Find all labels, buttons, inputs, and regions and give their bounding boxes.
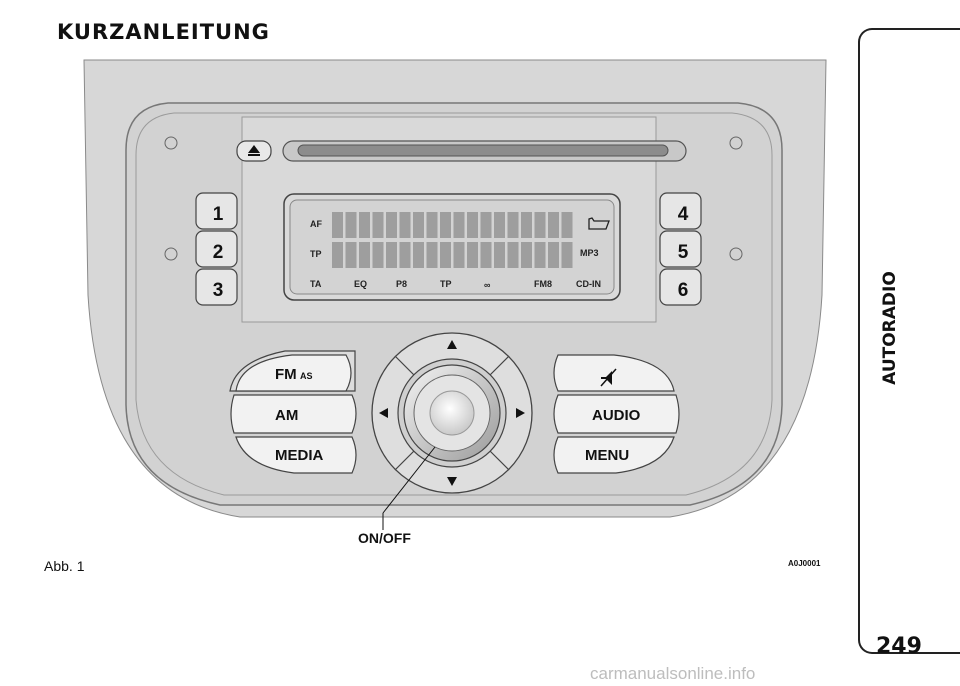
dot-matrix bbox=[332, 212, 573, 268]
preset-button-4[interactable]: 4 bbox=[659, 192, 702, 230]
arrow-right-icon bbox=[516, 408, 525, 418]
preset-label: 3 bbox=[213, 280, 224, 301]
am-label: AM bbox=[275, 407, 298, 424]
lcd-char-cell bbox=[413, 212, 424, 238]
preset-button-6[interactable]: 6 bbox=[659, 268, 702, 306]
arrow-down-button[interactable] bbox=[447, 477, 457, 486]
lcd-char-cell bbox=[534, 242, 546, 268]
fm-as-label: AS bbox=[300, 371, 313, 381]
display-label-tp2: TP bbox=[440, 279, 452, 289]
lcd-char-cell bbox=[480, 242, 492, 268]
section-label-text: AUTORADIO bbox=[880, 271, 900, 385]
lcd-char-cell bbox=[561, 242, 573, 268]
lcd-char-cell bbox=[332, 212, 343, 238]
page-number: 249 bbox=[876, 634, 922, 659]
page-heading: KURZANLEITUNG bbox=[57, 20, 270, 44]
section-label: AUTORADIO bbox=[870, 268, 910, 388]
lcd-char-cell bbox=[534, 212, 546, 238]
lcd-char-cell bbox=[453, 242, 465, 268]
display-label-loop: ∞ bbox=[484, 280, 491, 290]
on-off-knob[interactable] bbox=[403, 364, 501, 462]
menu-button[interactable]: MENU bbox=[553, 436, 675, 474]
audio-label: AUDIO bbox=[592, 407, 641, 424]
menu-label: MENU bbox=[585, 447, 629, 464]
preset-button-3[interactable]: 3 bbox=[195, 268, 238, 306]
lcd-char-cell bbox=[413, 242, 424, 268]
eject-icon bbox=[248, 145, 260, 156]
arrow-left-icon bbox=[379, 408, 388, 418]
lcd-char-cell bbox=[359, 242, 370, 268]
figure-code: A0J0001 bbox=[788, 559, 821, 568]
display-label-p8: P8 bbox=[396, 279, 407, 289]
preset-label: 4 bbox=[678, 204, 689, 225]
arrow-up-icon bbox=[447, 340, 457, 349]
lcd-char-cell bbox=[467, 212, 478, 238]
lcd-char-cell bbox=[561, 212, 573, 238]
lcd-char-cell bbox=[548, 242, 559, 268]
lcd-char-cell bbox=[494, 212, 505, 238]
folder-icon bbox=[588, 217, 610, 230]
preset-label: 2 bbox=[213, 242, 224, 263]
lcd-char-cell bbox=[426, 212, 438, 238]
lcd-char-cell bbox=[399, 242, 411, 268]
lcd-char-cell bbox=[467, 242, 478, 268]
section-tab bbox=[858, 28, 960, 654]
preset-label: 1 bbox=[213, 204, 224, 225]
lcd-char-cell bbox=[521, 212, 532, 238]
display-label-cdin: CD-IN bbox=[576, 279, 601, 289]
preset-button-2[interactable]: 2 bbox=[195, 230, 238, 268]
lcd-char-cell bbox=[453, 212, 465, 238]
fm-as-button[interactable]: FM AS bbox=[235, 354, 352, 392]
lcd-char-cell bbox=[386, 242, 397, 268]
lcd-char-cell bbox=[426, 242, 438, 268]
lcd-char-cell bbox=[480, 212, 492, 238]
display-label-tp: TP bbox=[310, 249, 322, 259]
preset-button-5[interactable]: 5 bbox=[659, 230, 702, 268]
on-off-callout: ON/OFF bbox=[358, 530, 411, 546]
lcd-char-cell bbox=[372, 242, 384, 268]
lcd-char-cell bbox=[372, 212, 384, 238]
lcd-char-cell bbox=[507, 212, 519, 238]
display-label-eq: EQ bbox=[354, 279, 367, 289]
lcd-char-cell bbox=[332, 242, 343, 268]
lcd-char-cell bbox=[386, 212, 397, 238]
lcd-char-cell bbox=[359, 212, 370, 238]
preset-label: 6 bbox=[678, 280, 689, 301]
radio-illustration: 1 2 3 4 5 6 AF TP TA MP3 CD-IN EQ P8 TP … bbox=[83, 59, 827, 546]
fm-label: FM bbox=[275, 366, 297, 383]
mute-icon bbox=[600, 368, 617, 387]
lcd-char-cell bbox=[345, 242, 357, 268]
arrow-left-button[interactable] bbox=[379, 408, 388, 418]
figure-caption: Abb. 1 bbox=[44, 558, 85, 574]
watermark: carmanualsonline.info bbox=[590, 664, 756, 683]
lcd-char-cell bbox=[440, 242, 451, 268]
media-button[interactable]: MEDIA bbox=[235, 436, 357, 474]
preset-label: 5 bbox=[678, 242, 689, 263]
lcd-display: AF TP TA MP3 CD-IN EQ P8 TP ∞ FM8 bbox=[283, 193, 621, 301]
lcd-char-cell bbox=[521, 242, 532, 268]
eject-button[interactable] bbox=[236, 140, 272, 162]
arrow-down-icon bbox=[447, 477, 457, 486]
lcd-char-cell bbox=[507, 242, 519, 268]
lcd-char-cell bbox=[494, 242, 505, 268]
lcd-char-cell bbox=[345, 212, 357, 238]
arrow-up-button[interactable] bbox=[447, 340, 457, 349]
screw bbox=[164, 247, 178, 261]
lcd-char-cell bbox=[399, 212, 411, 238]
media-label: MEDIA bbox=[275, 447, 324, 464]
lcd-char-cell bbox=[548, 212, 559, 238]
display-label-mp3: MP3 bbox=[580, 248, 599, 258]
mute-button[interactable] bbox=[553, 354, 675, 392]
screw bbox=[729, 136, 743, 150]
am-button[interactable]: AM bbox=[230, 394, 357, 434]
display-label-ta: TA bbox=[310, 279, 322, 289]
preset-button-1[interactable]: 1 bbox=[195, 192, 238, 230]
display-label-af: AF bbox=[310, 219, 322, 229]
screw bbox=[164, 136, 178, 150]
arrow-right-button[interactable] bbox=[516, 408, 525, 418]
lcd-char-cell bbox=[440, 212, 451, 238]
display-label-fm8: FM8 bbox=[534, 279, 552, 289]
screw bbox=[729, 247, 743, 261]
audio-button[interactable]: AUDIO bbox=[553, 394, 680, 434]
